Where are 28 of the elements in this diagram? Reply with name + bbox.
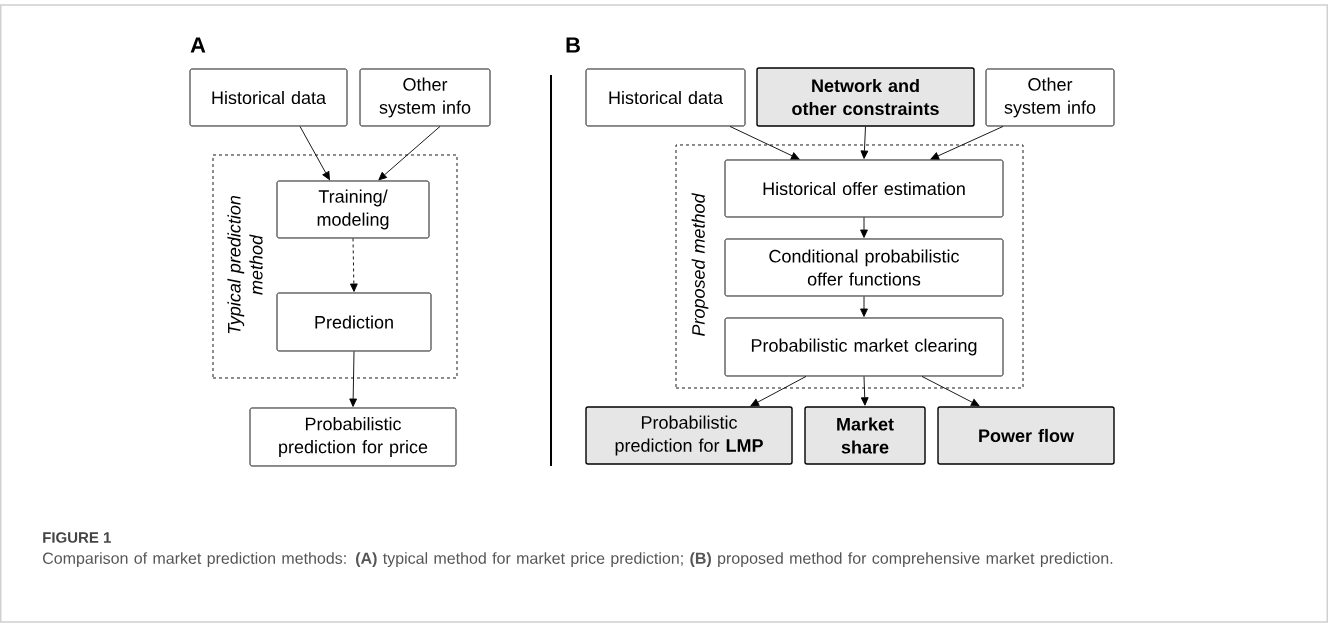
arrow — [729, 126, 800, 160]
arrow — [921, 376, 980, 407]
output-box: Market share — [804, 406, 926, 465]
figure-title: FIGURE 1 — [43, 532, 111, 543]
process-box: Historical data — [189, 68, 348, 127]
process-box: Other system info — [359, 68, 491, 127]
arrow — [299, 126, 330, 181]
output-box: Power flow — [937, 406, 1115, 465]
input-box: Network and other constraints — [756, 67, 975, 127]
process-box: Historical offer estimation — [724, 159, 1004, 218]
arrow — [350, 238, 358, 292]
arrow — [378, 126, 441, 181]
process-box: Probabilistic prediction for price — [249, 407, 457, 467]
process-box: Training/ modeling — [276, 180, 430, 239]
panel-letter: B — [566, 37, 580, 53]
process-box: Conditional probabilistic offer functions — [724, 238, 1004, 297]
process-box: Historical data — [585, 68, 746, 127]
arrow — [349, 351, 358, 407]
figure-caption: Comparison of market prediction methods: (A) typical method for market price prediction; (B) proposed method for comprehensive market prediction. — [43, 552, 1113, 568]
process-box: Prediction — [276, 292, 432, 352]
process-box: Other system info — [985, 68, 1115, 127]
arrow — [860, 376, 869, 406]
process-box: Probabilistic market clearing — [724, 317, 1004, 377]
arrow — [860, 126, 869, 159]
arrow — [860, 217, 868, 238]
arrow — [930, 126, 1004, 160]
output-box: Probabilistic prediction for LMP — [585, 406, 793, 465]
arrow — [860, 296, 868, 317]
